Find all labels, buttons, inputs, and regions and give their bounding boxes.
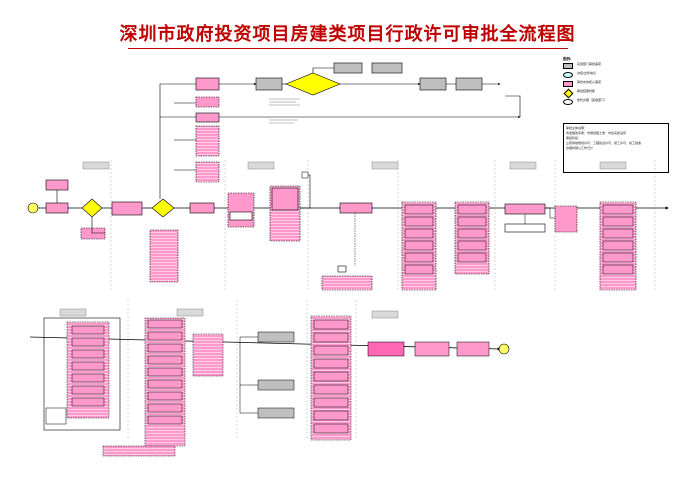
legend-label: 审批中的核心事项 (577, 80, 602, 84)
note-box-a (301, 171, 309, 179)
row1-connectors-b (300, 174, 311, 209)
legend-swatch-oval (563, 99, 573, 105)
legend-label: 委托办理（其他部门） (577, 98, 608, 102)
legend-note: 立项用地规划许可、工程建设许可、施工许可、竣工验收 (566, 141, 642, 145)
legend-heading: 图例: (563, 57, 572, 61)
tiny-text-lines (269, 98, 300, 124)
row1-upper-boxes (195, 62, 483, 183)
row2-connectors (239, 336, 258, 414)
row2-stage2 (102, 317, 186, 457)
row2-final-boxes (367, 341, 490, 357)
row2-stage-headers (59, 308, 399, 319)
legend-note: 市发展改革委、市规划国土委、市住房建设局 (566, 131, 627, 135)
row1-stage-headers (82, 161, 627, 170)
legend-note: 审批阶段： (566, 136, 582, 140)
row1-boxes-stage2 (111, 201, 215, 283)
legend-label: 审批结果判断 (577, 89, 596, 93)
row2-stage3 (192, 331, 295, 419)
legend-row-3: 审批中的核心事项 (563, 79, 671, 88)
row1-stage7-stack (602, 204, 634, 275)
legend-note: 办理时限以工作日计 (566, 146, 594, 150)
row1-diamonds (81, 72, 341, 218)
legend-label: 办结/出件信息 (577, 71, 597, 75)
start-terminal (27, 202, 39, 214)
row2-stage-dividers (127, 300, 357, 440)
legend-row-5: 委托办理（其他部门） (563, 97, 671, 106)
legend-notes-box: 审批主体说明： 市发展改革委、市规划国土委、市住房建设局 审批阶段： 立项用地规… (563, 123, 669, 173)
legend-row-2: 办结/出件信息 (563, 70, 671, 79)
row1-stage4-stack (404, 204, 434, 275)
row2-left-frame (43, 317, 121, 431)
legend-swatch-pink (563, 81, 573, 87)
row1-boxes-stage6 (504, 203, 578, 233)
row1-stage6-connectors (524, 207, 555, 224)
legend-row-1: 实施部门审批事项 (563, 61, 671, 70)
row1-stage5-stack (457, 204, 487, 263)
legend-swatch-grey (563, 63, 573, 69)
row1-connectors-a (56, 67, 521, 234)
legend-panel: 图例: 实施部门审批事项 办结/出件信息 审批中的核心事项 审批结果判断 委托办… (563, 57, 671, 177)
row2-stage4 (310, 315, 352, 441)
row1-boxes-stage3 (227, 185, 301, 242)
legend-swatch-ellipse (563, 72, 573, 78)
legend-row-4: 审批结果判断 (563, 88, 671, 99)
title-underline (128, 48, 568, 49)
row2-left-stack (45, 321, 110, 425)
end-terminal (498, 343, 510, 355)
legend-label: 实施部门审批事项 (577, 62, 602, 66)
legend-note: 审批主体说明： (566, 126, 588, 130)
page-title: 深圳市政府投资项目房建类项目行政许可审批全流程图 (119, 24, 576, 45)
